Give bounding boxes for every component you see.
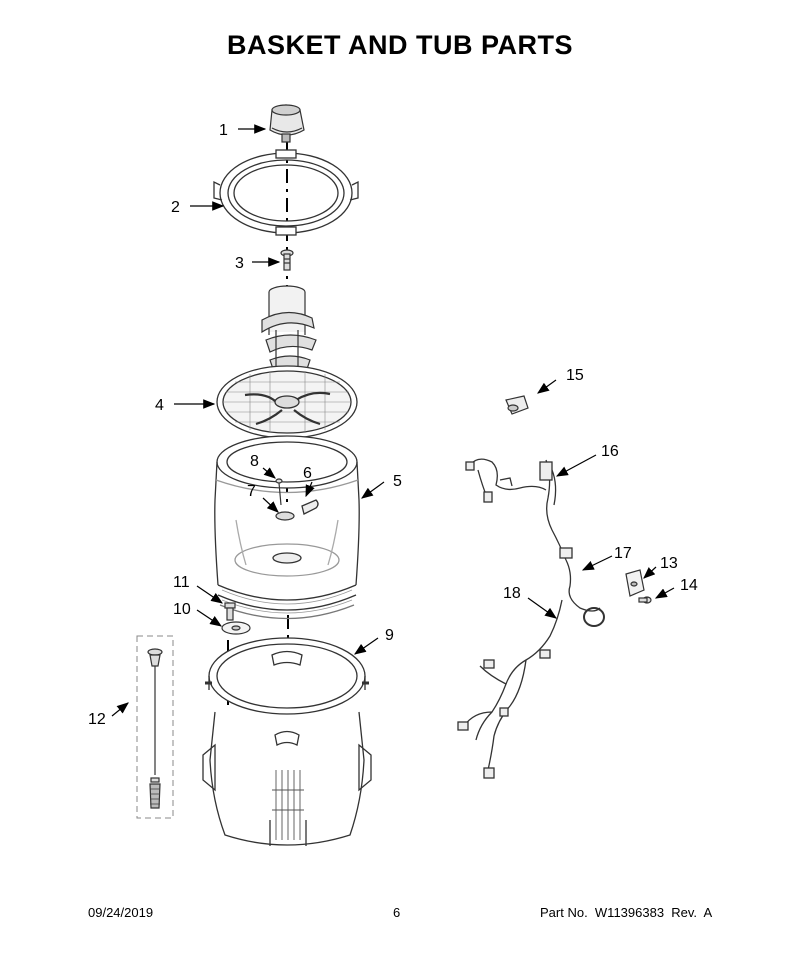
part-7-bushing (275, 511, 295, 521)
part-16-wire-harness (465, 458, 567, 561)
part-14-screw (638, 596, 652, 604)
part-1-agitator-cap (269, 104, 305, 143)
part-13-bracket (625, 569, 645, 597)
part-8-screw (275, 478, 283, 506)
callout-18: 18 (503, 585, 521, 602)
part-3-bolt (280, 249, 294, 271)
callout-numbers: 1 2 3 4 5 6 7 8 9 10 11 12 13 14 15 16 1… (88, 122, 698, 728)
callout-6: 6 (303, 465, 312, 482)
part-17-wire-harness (559, 547, 605, 627)
part-10-seal (221, 621, 251, 635)
callout-7: 7 (247, 483, 256, 500)
part-2-tub-ring (213, 149, 359, 236)
callout-14: 14 (680, 577, 698, 594)
footer-part-number: Part No. W11396383 Rev. A (540, 905, 713, 920)
callout-3: 3 (235, 255, 244, 272)
callout-9: 9 (385, 627, 394, 644)
part-9-outer-tub (202, 637, 372, 846)
callout-16: 16 (601, 443, 619, 460)
part-18-wire-harness (457, 599, 563, 779)
part-11-bolt (224, 602, 236, 621)
callout-12: 12 (88, 711, 106, 728)
callout-11: 11 (173, 574, 190, 591)
callout-10: 10 (173, 601, 191, 618)
callout-2: 2 (171, 199, 180, 216)
part-12-suspension-rod (136, 635, 174, 819)
callout-13: 13 (660, 555, 678, 572)
callout-8: 8 (250, 453, 259, 470)
part-4-impeller (216, 365, 358, 439)
part-6-clip (301, 499, 319, 515)
callout-1: 1 (219, 122, 228, 139)
callout-5: 5 (393, 473, 402, 490)
footer-date: 09/24/2019 (88, 905, 154, 920)
callout-leaders (111, 124, 675, 717)
page-title: BASKET AND TUB PARTS (227, 30, 573, 60)
part-15-wire-clip (505, 395, 529, 415)
callout-17: 17 (614, 545, 632, 562)
footer-page-number: 6 (393, 905, 401, 920)
callout-4: 4 (155, 397, 164, 414)
part-5-wash-basket (214, 435, 360, 620)
callout-15: 15 (566, 367, 584, 384)
